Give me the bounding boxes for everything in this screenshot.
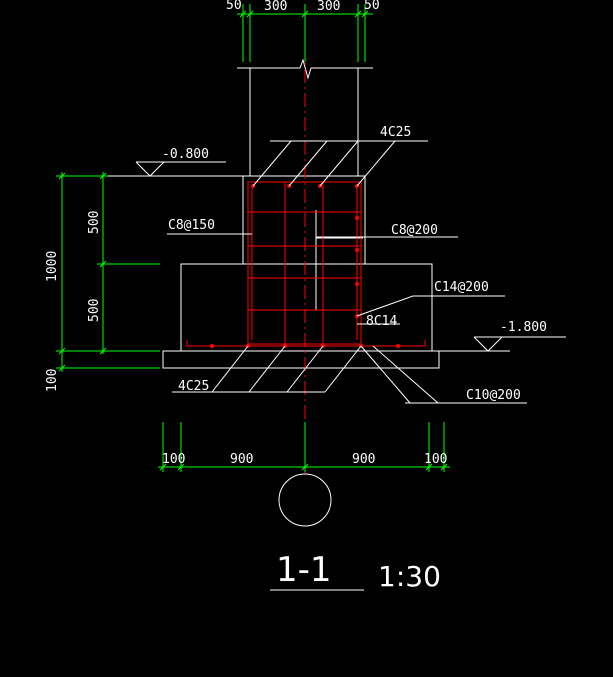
elevation-bottom-label: -1.800 [500,320,547,335]
footing-outline [162,175,440,369]
elevation-marker-bottom [439,336,566,352]
left-dim-upper: 500 [87,211,102,234]
section-label: 1-1 [276,550,332,590]
left-dim-total: 1000 [45,251,60,282]
left-dimension-lines [56,172,160,372]
left-dim-pad: 100 [45,369,60,392]
column-outline [237,58,373,176]
label-top-4c25: 4C25 [380,125,411,140]
bottom-dim-1: 100 [162,452,185,467]
top-dim-2: 300 [264,0,287,14]
bottom-dim-3: 900 [352,452,375,467]
bottom-dim-4: 100 [424,452,447,467]
bottom-dimension-lines [158,422,450,472]
label-c14-200: C14@200 [434,280,489,295]
section-circle [278,473,332,527]
section-scale: 1:30 [378,560,441,593]
leader-lines [167,140,527,404]
top-dim-4: 50 [364,0,380,13]
label-bottom-4c25: 4C25 [178,379,209,394]
left-dim-lower: 500 [87,299,102,322]
label-c8-200: C8@200 [391,223,438,238]
label-c10-200: C10@200 [466,388,521,403]
bottom-dim-2: 900 [230,452,253,467]
elevation-top-label: -0.800 [162,147,209,162]
label-8c14: 8C14 [366,314,397,329]
top-dim-1: 50 [226,0,242,13]
elevation-marker-top [108,161,243,177]
rebar-cage [186,181,426,347]
top-dimension-lines [237,4,373,62]
top-dim-3: 300 [317,0,340,14]
label-c8-150: C8@150 [168,218,215,233]
